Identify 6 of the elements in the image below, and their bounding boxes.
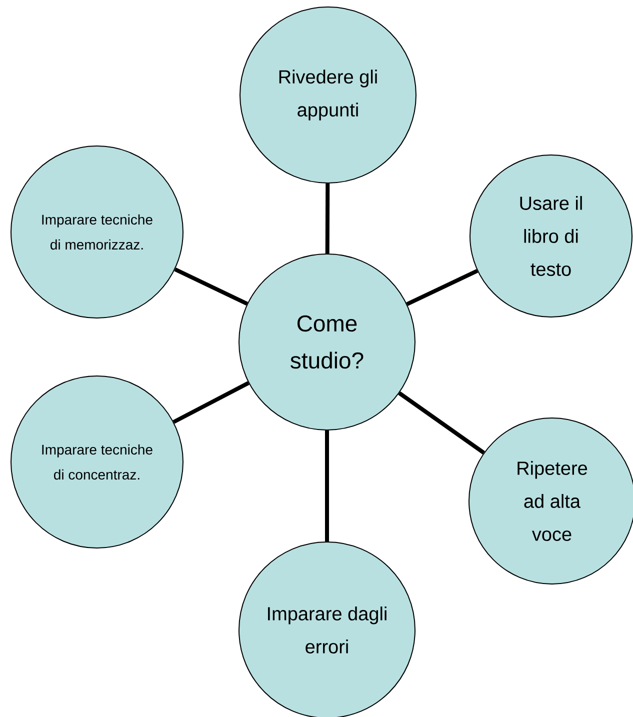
connector-line: [325, 183, 330, 254]
connector-line: [325, 430, 329, 542]
connector-line: [406, 269, 478, 306]
connector-line: [172, 381, 250, 424]
connector-line: [398, 391, 485, 454]
connector-line: [174, 268, 248, 306]
